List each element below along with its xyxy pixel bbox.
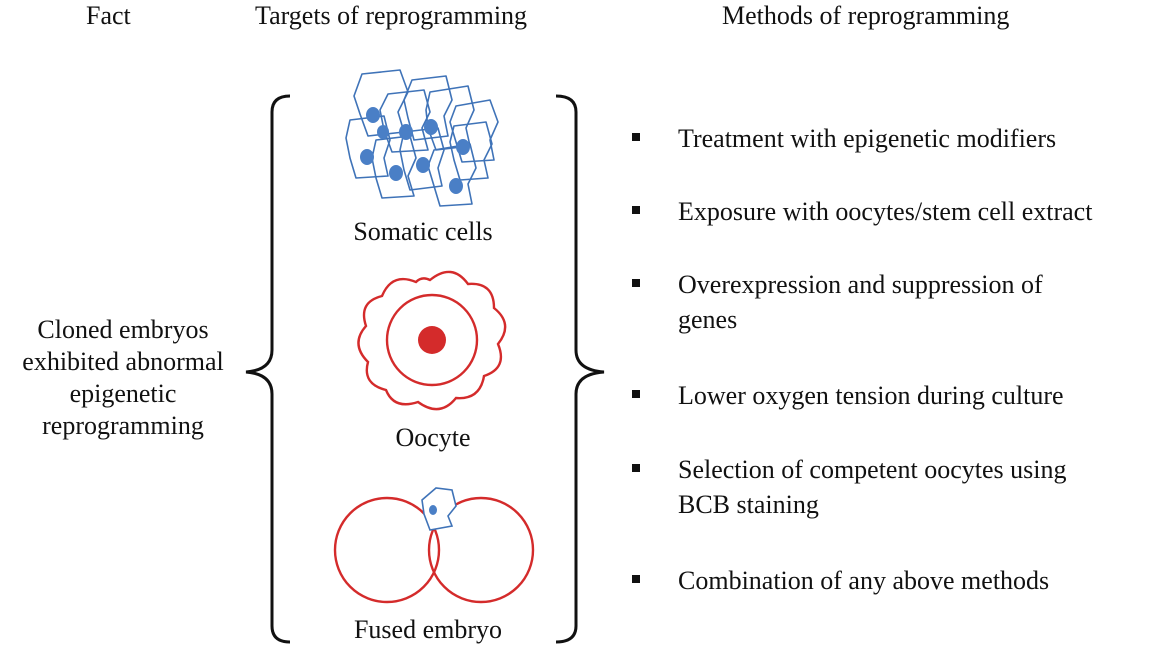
- bullet-icon: [632, 575, 640, 583]
- bullet-icon: [632, 206, 640, 214]
- bullet-icon: [632, 390, 640, 398]
- header-targets: Targets of reprogramming: [255, 1, 528, 30]
- header-methods: Methods of reprogramming: [722, 1, 1010, 30]
- method-text-5-line-2: BCB staining: [678, 490, 819, 519]
- fused-embryo-icon: [333, 487, 535, 604]
- somatic-cells-icon: [345, 69, 499, 207]
- method-text-6: Combination of any above methods: [678, 566, 1050, 595]
- bullet-icon: [632, 133, 640, 141]
- method-text-3: Overexpression and suppression of genes: [678, 267, 1043, 337]
- method-text-2: Exposure with oocytes/stem cell extract: [678, 197, 1093, 226]
- fact-line-2: exhibited abnormal: [22, 347, 224, 376]
- target-label-oocyte: Oocyte: [395, 423, 471, 452]
- fact-line-3: epigenetic: [69, 379, 177, 408]
- method-text-1: Treatment with epigenetic modifiers: [678, 124, 1057, 153]
- fact-text: Cloned embryos exhibited abnormal epigen…: [0, 314, 246, 442]
- bullet-icon: [632, 279, 640, 287]
- left-brace: [245, 94, 291, 644]
- target-label-somatic-cells: Somatic cells: [353, 217, 493, 246]
- fact-line-1: Cloned embryos: [37, 315, 209, 344]
- method-text-5-line-1: Selection of competent oocytes using: [678, 455, 1067, 484]
- method-text-5: Selection of competent oocytes using BCB…: [678, 452, 1066, 522]
- method-text-3-line-1: Overexpression and suppression of: [678, 270, 1043, 299]
- header-fact: Fact: [86, 1, 131, 30]
- target-label-fused-embryo: Fused embryo: [353, 615, 503, 644]
- right-brace: [555, 94, 605, 644]
- somatic-nuclei: [360, 107, 470, 194]
- method-text-4: Lower oxygen tension during culture: [678, 381, 1064, 410]
- bullet-icon: [632, 464, 640, 472]
- oocyte-icon: [357, 270, 507, 411]
- fact-line-4: reprogramming: [42, 411, 204, 440]
- fused-somatic-cell: [421, 487, 457, 531]
- method-text-3-line-2: genes: [678, 305, 738, 334]
